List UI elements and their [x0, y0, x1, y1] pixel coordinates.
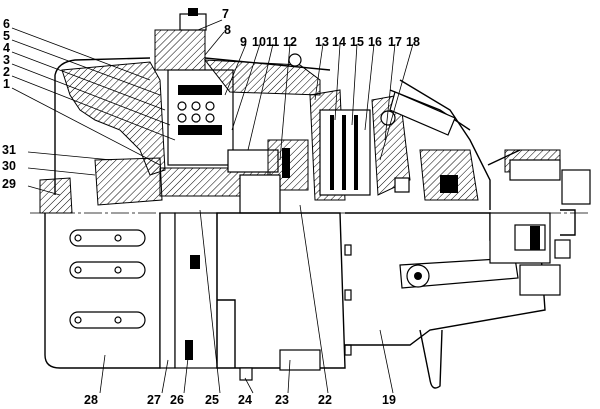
- callouts-left: 6 5 4 3 2 1 31 30 29: [2, 17, 16, 191]
- callout-29: 29: [2, 177, 16, 191]
- callout-2: 2: [3, 65, 10, 79]
- fitting: [519, 264, 561, 296]
- left-hub: [94, 157, 163, 206]
- callout-23: 23: [275, 393, 289, 407]
- plate-26: [174, 212, 218, 369]
- output-cap: [561, 169, 591, 205]
- callout-18: 18: [406, 35, 420, 49]
- slot-1: [69, 229, 146, 247]
- callout-30: 30: [2, 159, 16, 173]
- callout-10: 10: [252, 35, 266, 49]
- callout-6: 6: [3, 17, 10, 31]
- callout-3: 3: [3, 53, 10, 67]
- left-plate: [44, 213, 161, 369]
- callouts-top: 7 8 9 10 11 12 13 14 15 16 17 18: [222, 7, 420, 49]
- top-bolt: [179, 13, 207, 31]
- left-housing: [61, 61, 166, 176]
- callout-27: 27: [147, 393, 161, 407]
- main-case: [216, 212, 346, 369]
- callout-24: 24: [238, 393, 252, 407]
- bearing-bottom: [178, 125, 222, 135]
- callout-1: 1: [3, 77, 10, 91]
- external-view: [44, 209, 576, 389]
- callout-14: 14: [332, 35, 346, 49]
- leader-lines: [11, 19, 414, 394]
- shift-arm: [399, 257, 519, 289]
- callout-13: 13: [315, 35, 329, 49]
- pivot-pin: [288, 53, 302, 67]
- callout-5: 5: [3, 29, 10, 43]
- callout-4: 4: [3, 41, 10, 55]
- bottom-block: [279, 349, 321, 371]
- callout-12: 12: [283, 35, 297, 49]
- lever-arm: [389, 91, 456, 136]
- callout-11: 11: [266, 35, 279, 49]
- callout-19: 19: [382, 393, 396, 407]
- callout-22: 22: [318, 393, 332, 407]
- output-spline: [509, 159, 561, 181]
- bearing-top: [178, 85, 222, 95]
- upper-cover: [203, 59, 321, 96]
- lower-lever: [419, 329, 443, 389]
- callout-26: 26: [170, 393, 184, 407]
- left-flange: [39, 177, 73, 214]
- top-cap: [154, 29, 206, 71]
- callout-31: 31: [2, 143, 16, 157]
- spacer-27: [159, 212, 176, 369]
- callout-7: 7: [222, 7, 229, 21]
- collar: [239, 174, 281, 214]
- callout-16: 16: [368, 35, 382, 49]
- callouts-bottom: 28 27 26 25 24 23 22 19: [84, 393, 396, 407]
- callout-15: 15: [350, 35, 364, 49]
- callout-25: 25: [205, 393, 219, 407]
- callout-28: 28: [84, 393, 98, 407]
- callout-8: 8: [224, 23, 231, 37]
- slot-3: [69, 311, 146, 329]
- callout-17: 17: [388, 35, 402, 49]
- drain-plug: [239, 367, 253, 381]
- slot-2: [69, 261, 146, 279]
- sectional-view: [39, 8, 591, 214]
- callout-9: 9: [240, 35, 247, 49]
